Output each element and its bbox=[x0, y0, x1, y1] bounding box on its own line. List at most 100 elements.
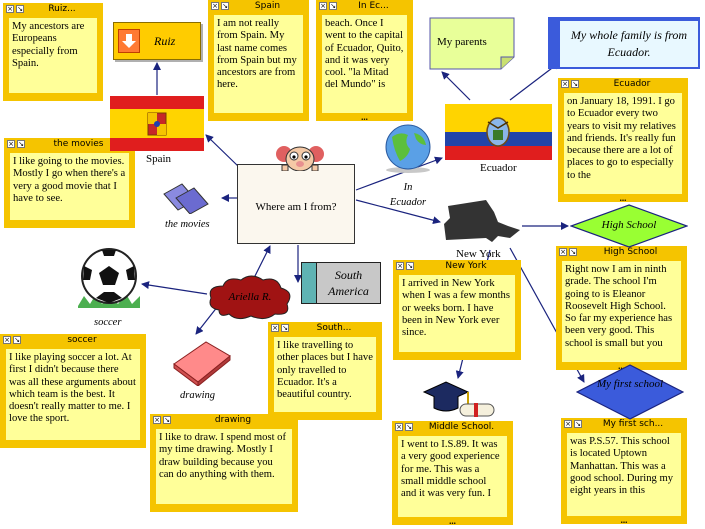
movie-tickets-icon[interactable] bbox=[160, 180, 212, 215]
note-title: the movies bbox=[53, 139, 104, 149]
note-in-ecuador[interactable]: ×↘In Ec... beach. Once I went to the cap… bbox=[316, 0, 413, 122]
topic-ruiz-label: Ruiz bbox=[154, 34, 176, 48]
note-body: on January 18, 1991. I go to Ecuador eve… bbox=[564, 93, 682, 194]
resize-icon[interactable]: ↘ bbox=[405, 423, 413, 431]
close-icon[interactable]: × bbox=[7, 140, 15, 148]
note-middle-school[interactable]: ×↘ Middle School. I went to I.S.89. It wa… bbox=[392, 421, 513, 526]
note-new-york[interactable]: ×↘New York I arrived in New York when I … bbox=[393, 260, 521, 360]
note-first-school[interactable]: ×↘ My first sch... was P.S.57. This schoo… bbox=[561, 418, 687, 525]
resize-icon[interactable]: ↘ bbox=[569, 248, 577, 256]
note-title: Ecuador bbox=[613, 79, 651, 89]
link-ariella-soccer bbox=[141, 281, 208, 295]
note-spain[interactable]: ×↘Spain I am not really from Spain. My l… bbox=[208, 0, 309, 121]
more-indicator: ... bbox=[619, 193, 627, 203]
note-title: Ruiz... bbox=[48, 4, 76, 14]
note-body: I like to draw. I spend most of my time … bbox=[156, 429, 292, 504]
link-center-newyork bbox=[355, 199, 441, 225]
ecuador-flag-icon[interactable] bbox=[445, 104, 552, 160]
resize-icon[interactable]: ↘ bbox=[163, 416, 171, 424]
close-icon[interactable]: × bbox=[211, 2, 219, 10]
resize-icon[interactable]: ↘ bbox=[13, 336, 21, 344]
topic-my-parents-label: My parents bbox=[437, 36, 487, 48]
arrow-down-icon bbox=[118, 29, 140, 53]
resize-icon[interactable]: ↘ bbox=[574, 420, 582, 428]
topic-whole-family-label: My whole family is from Ecuador. bbox=[560, 21, 698, 67]
note-south[interactable]: ×↘ South... I like travelling to other pl… bbox=[268, 322, 382, 420]
note-body: I like going to the movies. Mostly I go … bbox=[10, 153, 129, 220]
note-body: I went to I.S.89. It was a very good exp… bbox=[398, 436, 507, 517]
resize-icon[interactable]: ↘ bbox=[571, 80, 579, 88]
topic-ariella[interactable]: Ariella R. bbox=[205, 272, 295, 322]
note-title: My first sch... bbox=[602, 419, 664, 429]
new-york-map-icon[interactable] bbox=[438, 196, 522, 246]
close-icon[interactable]: × bbox=[395, 423, 403, 431]
graduation-cap-icon[interactable] bbox=[416, 378, 496, 422]
note-body: I like travelling to other places but I … bbox=[274, 337, 376, 412]
topic-high-school-label: High School bbox=[601, 219, 657, 231]
topic-ruiz[interactable]: Ruiz bbox=[113, 22, 201, 60]
note-title: Middle School. bbox=[428, 422, 495, 432]
close-icon[interactable]: × bbox=[564, 420, 572, 428]
close-icon[interactable]: × bbox=[271, 324, 279, 332]
link-ariella-drawing bbox=[195, 305, 219, 335]
topic-south-america-label: South America bbox=[328, 268, 369, 298]
note-high-school[interactable]: ×↘ High School Right now I am in ninth gr… bbox=[556, 246, 687, 371]
more-indicator: ... bbox=[620, 515, 628, 525]
topic-spain-label: Spain bbox=[146, 153, 172, 165]
topic-high-school[interactable]: High School bbox=[570, 204, 688, 248]
topic-my-first-school-label: My first school bbox=[597, 378, 663, 390]
note-title: soccer bbox=[67, 335, 97, 345]
soccer-ball-icon[interactable] bbox=[74, 246, 144, 310]
resize-icon[interactable]: ↘ bbox=[329, 2, 337, 10]
note-title: South... bbox=[316, 323, 352, 333]
close-icon[interactable]: × bbox=[153, 416, 161, 424]
more-indicator: ... bbox=[449, 516, 456, 526]
close-icon[interactable]: × bbox=[396, 262, 404, 270]
note-body: My ancestors are Europeans especially fr… bbox=[9, 18, 97, 93]
cartoon-face-icon bbox=[274, 143, 326, 172]
resize-icon[interactable]: ↘ bbox=[281, 324, 289, 332]
link-center-spain bbox=[205, 134, 241, 169]
note-soccer[interactable]: ×↘ soccer I like playing soccer a lot. At… bbox=[0, 334, 146, 448]
resize-icon[interactable]: ↘ bbox=[221, 2, 229, 10]
note-body: beach. Once I went to the capital of Ecu… bbox=[322, 15, 407, 113]
center-label: Where am I from? bbox=[255, 201, 337, 213]
close-icon[interactable]: × bbox=[561, 80, 569, 88]
topic-ariella-label: Ariella R. bbox=[228, 291, 272, 303]
note-title: New York bbox=[445, 261, 487, 271]
topic-new-york-label: New York bbox=[456, 248, 501, 260]
topic-whole-family[interactable]: My whole family is from Ecuador. bbox=[548, 17, 700, 69]
link-ecuador-parents bbox=[441, 71, 471, 101]
note-body: was P.S.57. This school is located Uptow… bbox=[567, 433, 681, 516]
note-body: I like playing soccer a lot. At first I … bbox=[6, 349, 140, 440]
note-body: I am not really from Spain. My last name… bbox=[214, 15, 303, 113]
close-icon[interactable]: × bbox=[559, 248, 567, 256]
close-icon[interactable]: × bbox=[3, 336, 11, 344]
note-body: Right now I am in ninth grade. The schoo… bbox=[562, 261, 681, 362]
topic-my-first-school[interactable]: My first school bbox=[576, 364, 684, 420]
link-ariella-center bbox=[253, 245, 271, 279]
note-title: High School bbox=[603, 247, 658, 257]
resize-icon[interactable]: ↘ bbox=[406, 262, 414, 270]
note-ecuador[interactable]: ×↘ Ecuador on January 18, 1991. I go to E… bbox=[558, 78, 688, 203]
topic-my-parents[interactable]: My parents bbox=[429, 17, 515, 70]
close-icon[interactable]: × bbox=[319, 2, 327, 10]
topic-south-america-inner: South America bbox=[316, 263, 380, 303]
topic-movies-label: the movies bbox=[165, 219, 210, 230]
note-ruiz[interactable]: ×↘ Ruiz... My ancestors are Europeans esp… bbox=[3, 3, 103, 101]
note-the-movies[interactable]: ×↘ the movies I like going to the movies.… bbox=[4, 138, 135, 228]
more-indicator: ... bbox=[618, 361, 625, 371]
center-node[interactable]: Where am I from? bbox=[237, 164, 355, 244]
topic-south-america[interactable]: South America bbox=[301, 262, 381, 304]
resize-icon[interactable]: ↘ bbox=[17, 140, 25, 148]
link-center-ecuador bbox=[355, 156, 443, 191]
resize-icon[interactable]: ↘ bbox=[16, 5, 24, 13]
close-icon[interactable]: × bbox=[6, 5, 14, 13]
spain-flag-icon[interactable] bbox=[110, 96, 204, 151]
globe-icon[interactable] bbox=[378, 123, 438, 173]
eraser-icon[interactable] bbox=[170, 338, 234, 388]
more-indicator: ... bbox=[361, 112, 368, 122]
note-drawing[interactable]: ×↘drawing I like to draw. I spend most o… bbox=[150, 414, 298, 512]
topic-in-ecuador-label: In Ecuador bbox=[389, 182, 427, 208]
